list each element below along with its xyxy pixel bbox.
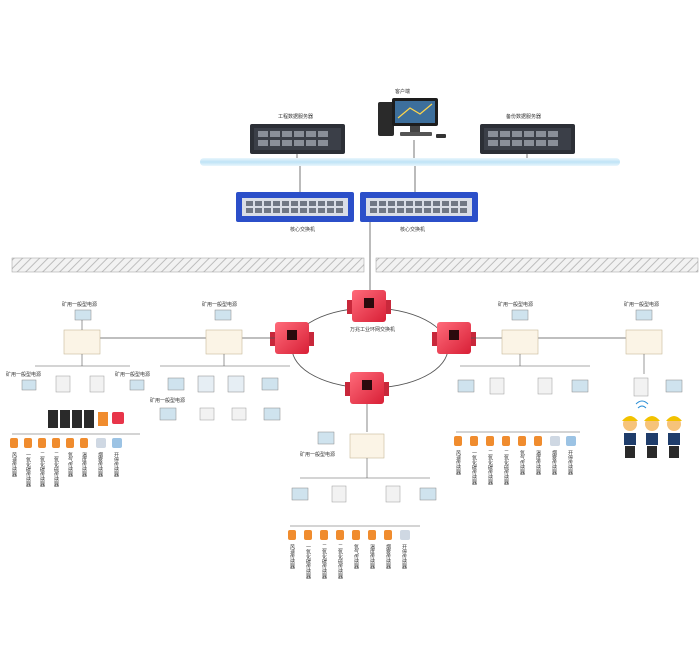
bottom-sensor-label: 氧气传感器 [353,543,359,570]
ps-label-lc2: 矿用一般型电源 [150,397,185,404]
bottom-sensor-label: 二氧化碳传感器 [321,544,327,580]
left-sensor-labels: 风速传感器 一氧化碳传感器 二氧化碳传感器 二氧化硫传感器 氧气传感器 温度传感… [11,451,119,488]
ethernet-backbone [200,158,620,166]
right-sensor-labels: 风速传感器 一氧化碳传感器 二氧化碳传感器 二氧化硫传感器 氧气传感器 温度传感… [455,449,573,486]
ring-switch-left [270,322,314,354]
bottom-sensor-label: 开停传感器 [401,544,407,570]
left-sensor-label: 一氧化碳传感器 [25,452,31,488]
branch-right: 矿用一般型电源 风速传感器 一氧化碳传感器 二氧化碳传感器 二氧化硫传感器 氧气… [454,301,640,486]
core-switch-right-label: 核心交换机 [400,226,425,233]
core-switch-right: 核心交换机 [360,192,478,233]
left-sensor-label: 温度传感器 [81,451,87,478]
ps-label-fr: 矿用一般型电源 [624,301,659,308]
top-tier: 工程数据服务器 客户端 备份数据服务器 [250,88,575,162]
branch-far-right: 矿用一般型电源 [622,301,683,458]
left-sensor-label: 二氧化硫传感器 [53,452,59,488]
right-sensor-label: 二氧化硫传感器 [503,450,509,486]
ps-label-fl2: 矿用一般型电源 [6,371,41,378]
right-sensor-label: 二氧化碳传感器 [487,450,493,486]
miner-icon [666,416,682,458]
left-sensor-label: 开停传感器 [113,452,119,478]
ring-switch-bottom [345,372,389,404]
branch-left-centre: 矿用一般型电源 矿用一般型电源 [150,301,290,421]
bottom-sensor-label: 二氧化硫传感器 [337,544,343,580]
ps-label-b: 矿用一般型电源 [300,451,335,458]
ps-label-lc: 矿用一般型电源 [202,301,237,308]
core-switch-left-label: 核心交换机 [290,226,315,233]
right-server-label: 备份数据服务器 [506,113,541,120]
miner-icon [622,416,638,458]
left-sensor-label: 风速传感器 [11,452,17,478]
right-backup-server: 备份数据服务器 [480,113,575,154]
left-data-server: 工程数据服务器 [250,113,345,154]
ring-switch-label: 万兆工业环网交换机 [350,326,395,333]
ps-label-fl3: 矿用一般型电源 [115,371,150,378]
client-workstation: 客户端 [378,88,446,138]
miner-icon [644,416,660,458]
bottom-sensor-label: 烟雾传感器 [385,543,391,570]
right-sensor-label: 温度传感器 [535,449,541,476]
left-sensor-label: 烟雾传感器 [97,451,103,478]
left-sensor-label: 氧气传感器 [67,451,73,478]
bottom-sensor-labels: 风速传感器 一氧化碳传感器 二氧化碳传感器 二氧化硫传感器 氧气传感器 温度传感… [289,543,407,580]
right-sensor-label: 一氧化碳传感器 [471,450,477,486]
left-sensor-label: 二氧化碳传感器 [39,452,45,488]
ring-switch-right [432,322,476,354]
core-switch-left: 核心交换机 [236,192,354,233]
ring-switch-top: 万兆工业环网交换机 [347,290,395,333]
bottom-sensor-label: 一氧化碳传感器 [305,544,311,580]
ps-label-fl: 矿用一般型电源 [62,301,97,308]
workstation-label: 客户端 [395,88,410,95]
wireless-signal-icon [635,400,649,409]
core-switch-tier: 核心交换机 核心交换机 [236,166,478,258]
branch-far-left: 矿用一般型电源 矿用一般型电源 矿用一般型电源 风速传感器 一氧化碳传感器 二氧… [6,301,275,488]
bottom-sensor-label: 温度传感器 [369,543,375,570]
right-sensor-label: 烟雾传感器 [551,449,557,476]
right-sensor-label: 风速传感器 [455,450,461,476]
ps-label-r: 矿用一般型电源 [498,301,533,308]
right-sensor-label: 氧气传感器 [519,449,525,476]
left-server-label: 工程数据服务器 [278,113,313,120]
branch-bottom: 矿用一般型电源 风速传感器 一氧化碳传感器 二氧化碳传感器 二氧化硫传感器 氧气… [288,404,437,580]
right-sensor-label: 开停传感器 [567,450,573,476]
bottom-sensor-label: 风速传感器 [289,544,295,570]
